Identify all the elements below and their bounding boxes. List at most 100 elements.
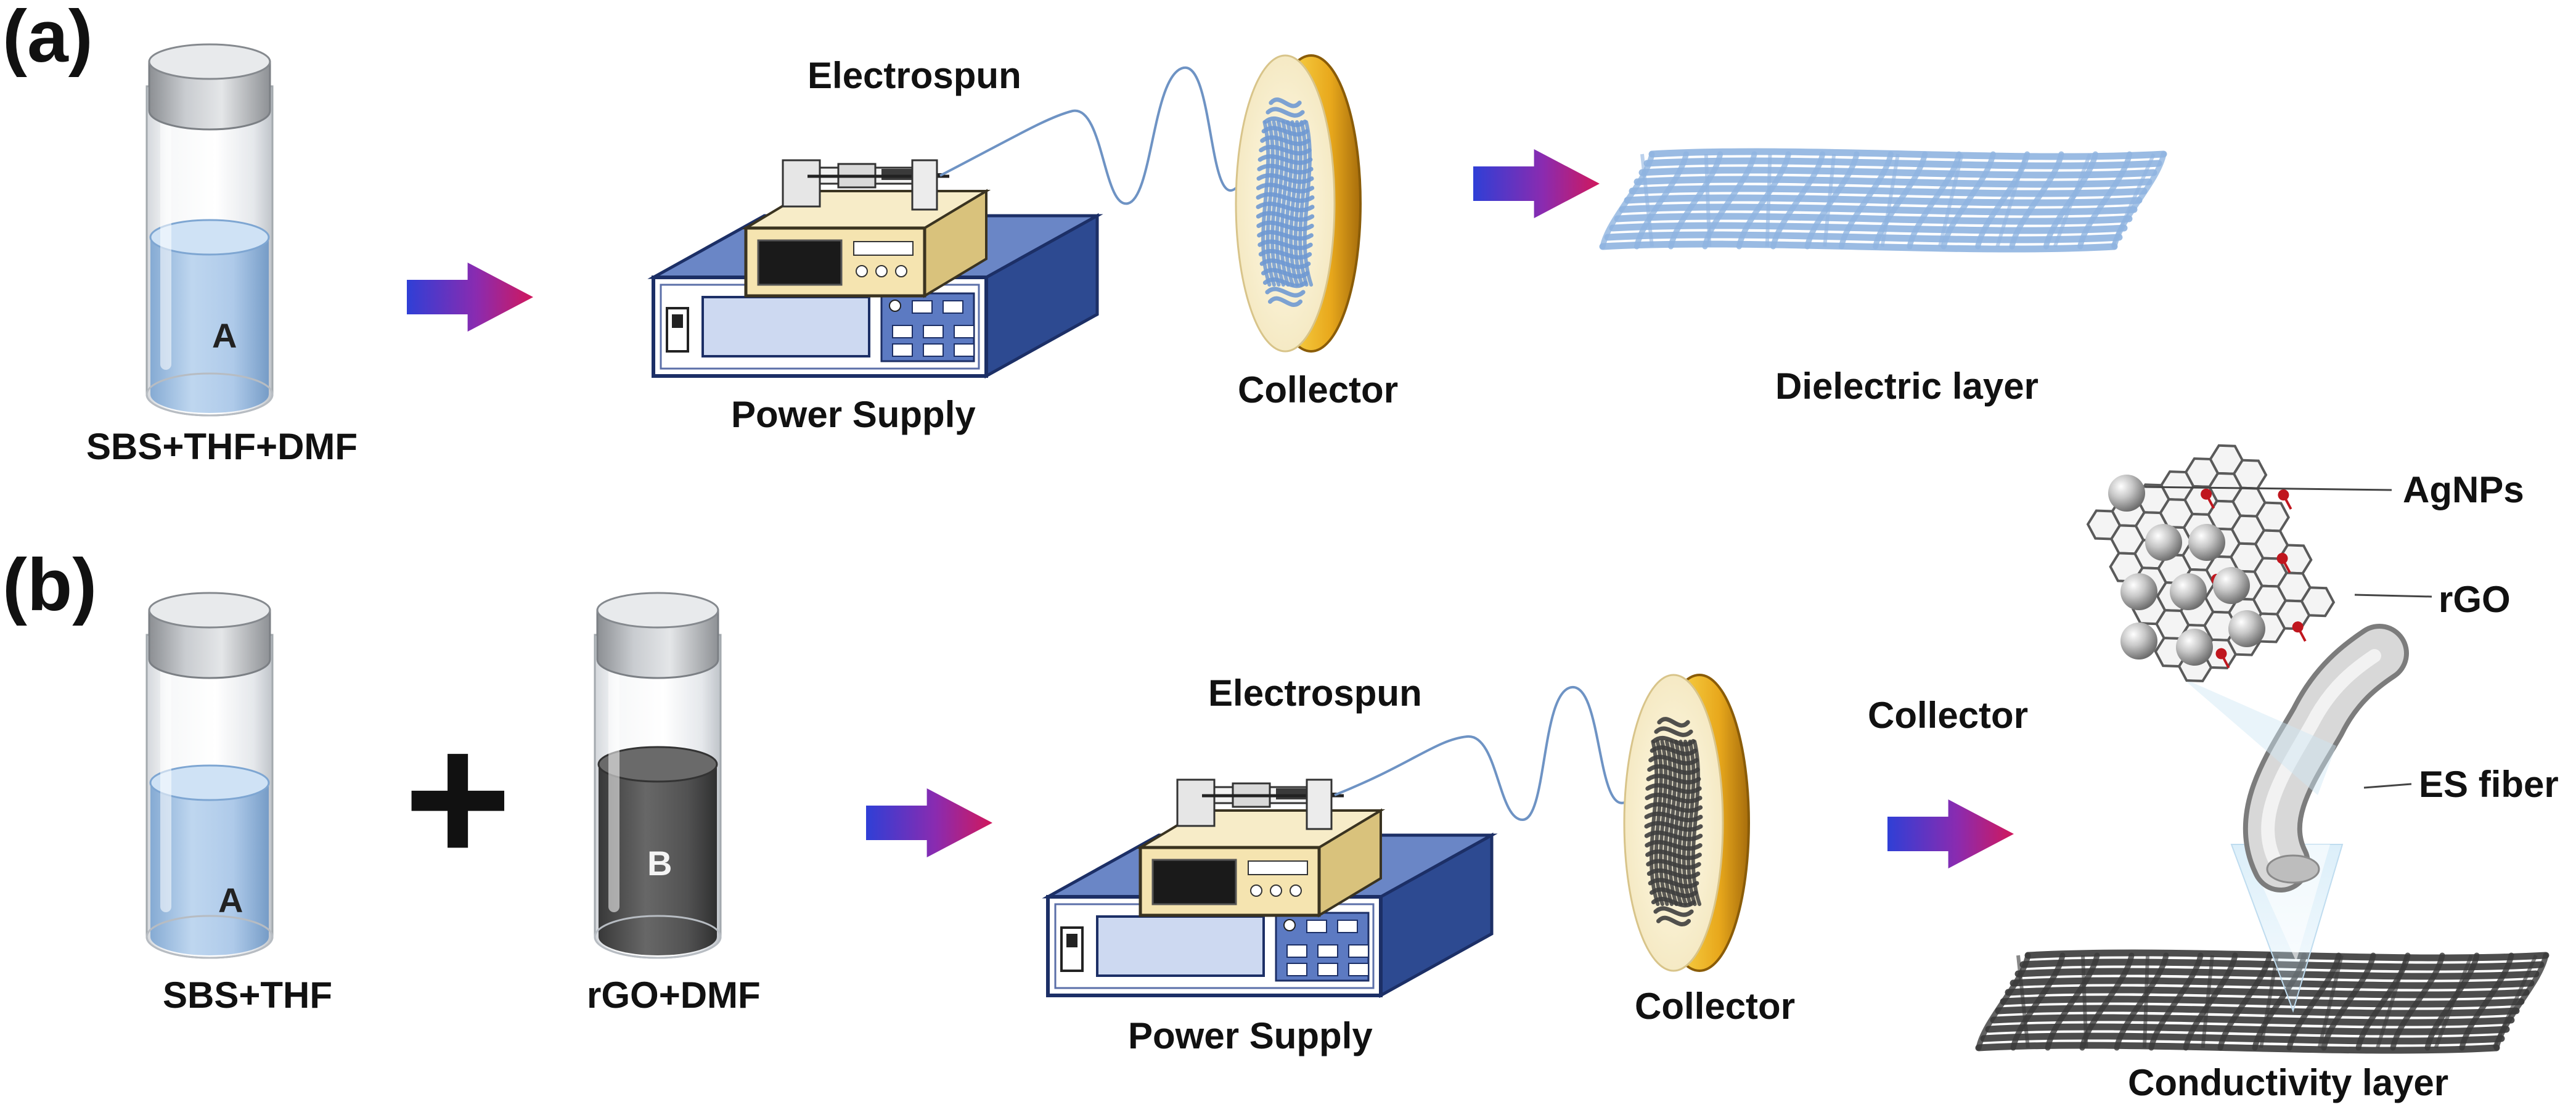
collector-disc-row-b-fiber (1682, 740, 1693, 906)
arrow-row-a-1 (407, 263, 533, 332)
rgo-label: rGO (2439, 579, 2511, 620)
bottle-b-row-b-cap-top (596, 592, 719, 629)
conductive-mesh-strand-d (2201, 955, 2214, 1048)
bottle-a-row-a-cap-top (148, 43, 271, 80)
arrow-row-b-1 (866, 788, 992, 857)
bottle-a-letter-row-a: A (212, 316, 237, 355)
bottle-b-row-b-liquid (599, 764, 717, 955)
electrospinning-machine-row-a-button (954, 343, 975, 357)
dielectric-mesh-strand-h (1609, 222, 2128, 234)
solution-b-label-row-b: rGO+DMF (587, 974, 761, 1016)
collector-disc-row-b-fiber (1653, 906, 1694, 917)
rgo-functional-group (2276, 552, 2288, 564)
dielectric-mesh-strand-v (1804, 151, 1860, 250)
bottle-b-row-b-liquid-surface (597, 746, 718, 783)
electrospinning-machine-row-b (1042, 778, 1498, 999)
collector-disc-row-a-fiber (1275, 120, 1285, 287)
dielectric-mesh-strand-v (1838, 151, 1894, 250)
collector-disc-row-a-fiber (1261, 120, 1272, 287)
electrospinning-machine-row-a-switch-toggle (672, 314, 683, 328)
conductive-mesh-strand-v (2286, 952, 2342, 1051)
conductive-mesh-strand-d (2259, 955, 2279, 1048)
electrospinning-machine-row-b-indicator (1283, 919, 1296, 931)
bottle-a-row-a-cap-side (148, 60, 271, 131)
es-fiber-highlight (2261, 649, 2381, 867)
conductive-mesh-strand-v (1976, 952, 2031, 1051)
electrospinning-machine-row-b-pump-knob (1290, 884, 1302, 897)
dielectric-mesh-strand-h (1619, 203, 2138, 216)
electrospinning-machine-row-a-pump-knob (895, 265, 907, 277)
electrospun-label-row-b: Electrospun (1208, 672, 1422, 714)
electrospinning-machine-row-b-display (1096, 915, 1265, 977)
collector-disc-row-b-fiber (1677, 740, 1688, 906)
agnp-sphere (2176, 629, 2213, 666)
conductive-mesh-strand-d (2081, 955, 2088, 1048)
dielectric-mesh-strand-v (1736, 151, 1791, 250)
bottle-a-row-a (145, 43, 274, 417)
collector-disc-row-b-fiber (1654, 740, 1664, 906)
electrospinning-machine-row-b-button (1286, 963, 1307, 976)
electrospinning-machine-row-a-button (892, 343, 913, 357)
es-fiber-leader-line (2363, 783, 2412, 789)
conductive-mesh-strand-h (2000, 995, 2525, 1008)
collector-disc-row-a (1235, 54, 1362, 353)
dielectric-mesh-strand-d (1823, 153, 1836, 247)
dielectric-layer-label: Dielectric layer (1775, 366, 2038, 407)
collector-disc-row-b-fiber (1691, 740, 1702, 906)
collector-disc-row-b-fiber (1654, 726, 1693, 737)
conductive-mesh-strand-h (2014, 968, 2540, 980)
bottle-b-row-b-rim (594, 915, 722, 959)
bottle-a-letter-row-b: A (218, 881, 243, 920)
bottle-a-row-a-liquid-surface (149, 219, 270, 256)
dielectric-mesh-strand-h (1599, 240, 2118, 253)
rgo-sheet (2086, 444, 2336, 682)
agnps-leader-line (2145, 486, 2392, 491)
collector-disc-row-a-fiber-mat (1256, 97, 1315, 308)
electrospinning-machine-row-b-button (1348, 944, 1369, 958)
conductive-mesh-strand-v (2217, 952, 2273, 1051)
solution-a-label-row-b: SBS+THF (163, 974, 333, 1016)
collector-disc-row-a-fiber (1266, 107, 1305, 118)
dielectric-mesh-strand-v (1668, 151, 1723, 250)
electrospinning-machine-row-a-plunger-block (782, 159, 821, 208)
electrospinning-machine-row-a-end-block (911, 159, 938, 211)
dielectric-mesh-strand-h (1643, 157, 2162, 169)
collector-disc-row-a-fiber (1302, 120, 1314, 287)
collector-disc-row-b-fiber (1663, 740, 1674, 906)
rgo-functional-group (2215, 648, 2227, 660)
bottle-b-letter: B (647, 844, 673, 883)
panel-label-b: (b) (2, 544, 97, 626)
rgo-functional-group (2201, 488, 2212, 500)
dielectric-mesh-strand-h (1614, 213, 2133, 225)
electrospinning-machine-row-b-button (1306, 920, 1327, 933)
collector-disc-row-b-fiber (1656, 915, 1691, 927)
panel-label-a: (a) (2, 0, 93, 78)
conductive-mesh-strand-d (2376, 955, 2408, 1048)
conductivity-layer-label: Conductivity layer (2128, 1062, 2449, 1103)
dielectric-mesh-strand-d (1765, 153, 1772, 247)
collector-label-row-b-bottom: Collector (1635, 986, 1796, 1027)
conductive-mesh-strand-h (1975, 1042, 2500, 1054)
electrospinning-machine-row-a-indicator (889, 300, 901, 312)
electrospinning-machine-row-a-button (923, 343, 944, 357)
collector-disc-row-a-fiber (1280, 120, 1290, 287)
collector-disc-row-b-fiber (1657, 717, 1690, 728)
bottle-a-row-b-liquid-surface (149, 764, 270, 801)
dielectric-mesh-strand-d (1704, 153, 1712, 247)
conductive-mesh-strand-d (2016, 955, 2030, 1048)
electrospinning-machine-row-b-pump-screen (1151, 859, 1237, 905)
electrospinning-machine-row-b-plunger-block (1176, 778, 1216, 827)
dielectric-mesh-strand-d (1640, 153, 1654, 247)
conductive-mesh-strand-v (2459, 952, 2514, 1051)
bottle-a-row-a-highlight (160, 111, 171, 370)
conductive-mesh-strand-v (2183, 952, 2238, 1051)
collector-disc-row-a-fiber (1298, 120, 1309, 287)
dielectric-mesh-strand-h (1624, 194, 2143, 206)
rgo-functional-group (2278, 489, 2289, 501)
electrospinning-machine-row-b-pump-knob (1250, 884, 1262, 897)
collector-label-row-a: Collector (1238, 369, 1399, 410)
collector-disc-row-a-fiber (1289, 120, 1299, 287)
agnp-sphere (2228, 610, 2265, 647)
conductive-mesh-strand-v (2114, 952, 2169, 1051)
electrospinning-machine-row-a-display (701, 296, 870, 357)
